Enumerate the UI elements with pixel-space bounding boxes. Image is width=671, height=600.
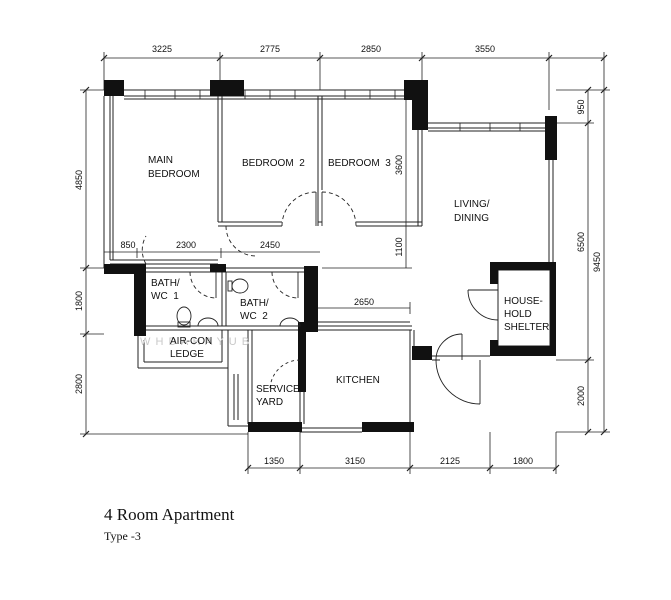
room-service-line2: YARD [256, 397, 283, 408]
dim-right-2: 6500 [576, 232, 586, 252]
room-bedroom2: BEDROOM 2 [242, 158, 305, 169]
dim-bedroom3-depth: 3600 [394, 155, 404, 175]
room-main-bedroom-line2: BEDROOM [148, 169, 200, 180]
room-bath2-line2: WC 2 [240, 311, 268, 322]
room-shelter-line3: SHELTER [504, 322, 549, 333]
dim-bath-b: 2300 [176, 240, 196, 250]
dim-bath-c: 2450 [260, 240, 280, 250]
doors [141, 191, 499, 405]
structural-walls [104, 80, 557, 432]
room-aircon-line2: LEDGE [170, 349, 204, 360]
dim-left-3: 2800 [74, 374, 84, 394]
room-bath2-line1: BATH/ [240, 298, 269, 309]
dim-left-1: 4850 [74, 170, 84, 190]
room-shelter-line1: HOUSE- [504, 296, 543, 307]
room-shelter-line2: HOLD [504, 309, 532, 320]
watermark: W H D A H A Y U B [140, 336, 250, 348]
dim-kitchen-top: 2650 [354, 297, 374, 307]
room-bath1-line2: WC 1 [151, 291, 179, 302]
dim-bottom-4: 1800 [513, 456, 533, 466]
plan-title: 4 Room Apartment [104, 505, 235, 524]
dim-top-2: 2775 [260, 44, 280, 54]
dim-top-1: 3225 [152, 44, 172, 54]
room-aircon-line1: AIR-CON [170, 336, 212, 347]
dim-top-3: 2850 [361, 44, 381, 54]
dim-bottom-3: 2125 [440, 456, 460, 466]
bath-fixtures [176, 278, 301, 328]
dimension-ticks [82, 54, 608, 472]
dim-right-1: 950 [576, 99, 586, 114]
dim-top-4: 3550 [475, 44, 495, 54]
room-service-line1: SERVICE [256, 384, 300, 395]
room-main-bedroom-line1: MAIN [148, 155, 173, 166]
dim-left-2: 1800 [74, 291, 84, 311]
dim-bottom-1: 1350 [264, 456, 284, 466]
room-bath1-line1: BATH/ [151, 278, 180, 289]
thin-walls [103, 89, 554, 433]
dimension-lines [80, 52, 610, 474]
dim-bedroom3-offset: 1100 [394, 237, 404, 256]
room-living-line1: LIVING/ [454, 199, 490, 210]
room-bedroom3: BEDROOM 3 [328, 158, 391, 169]
dim-bottom-2: 3150 [345, 456, 365, 466]
room-kitchen: KITCHEN [336, 375, 380, 386]
plan-subtitle: Type -3 [104, 529, 141, 543]
room-living-line2: DINING [454, 213, 489, 224]
dim-right-total: 9450 [592, 252, 602, 272]
dim-right-3: 2000 [576, 386, 586, 406]
dim-bath-a: 850 [120, 240, 135, 250]
window-mullions [144, 90, 521, 131]
